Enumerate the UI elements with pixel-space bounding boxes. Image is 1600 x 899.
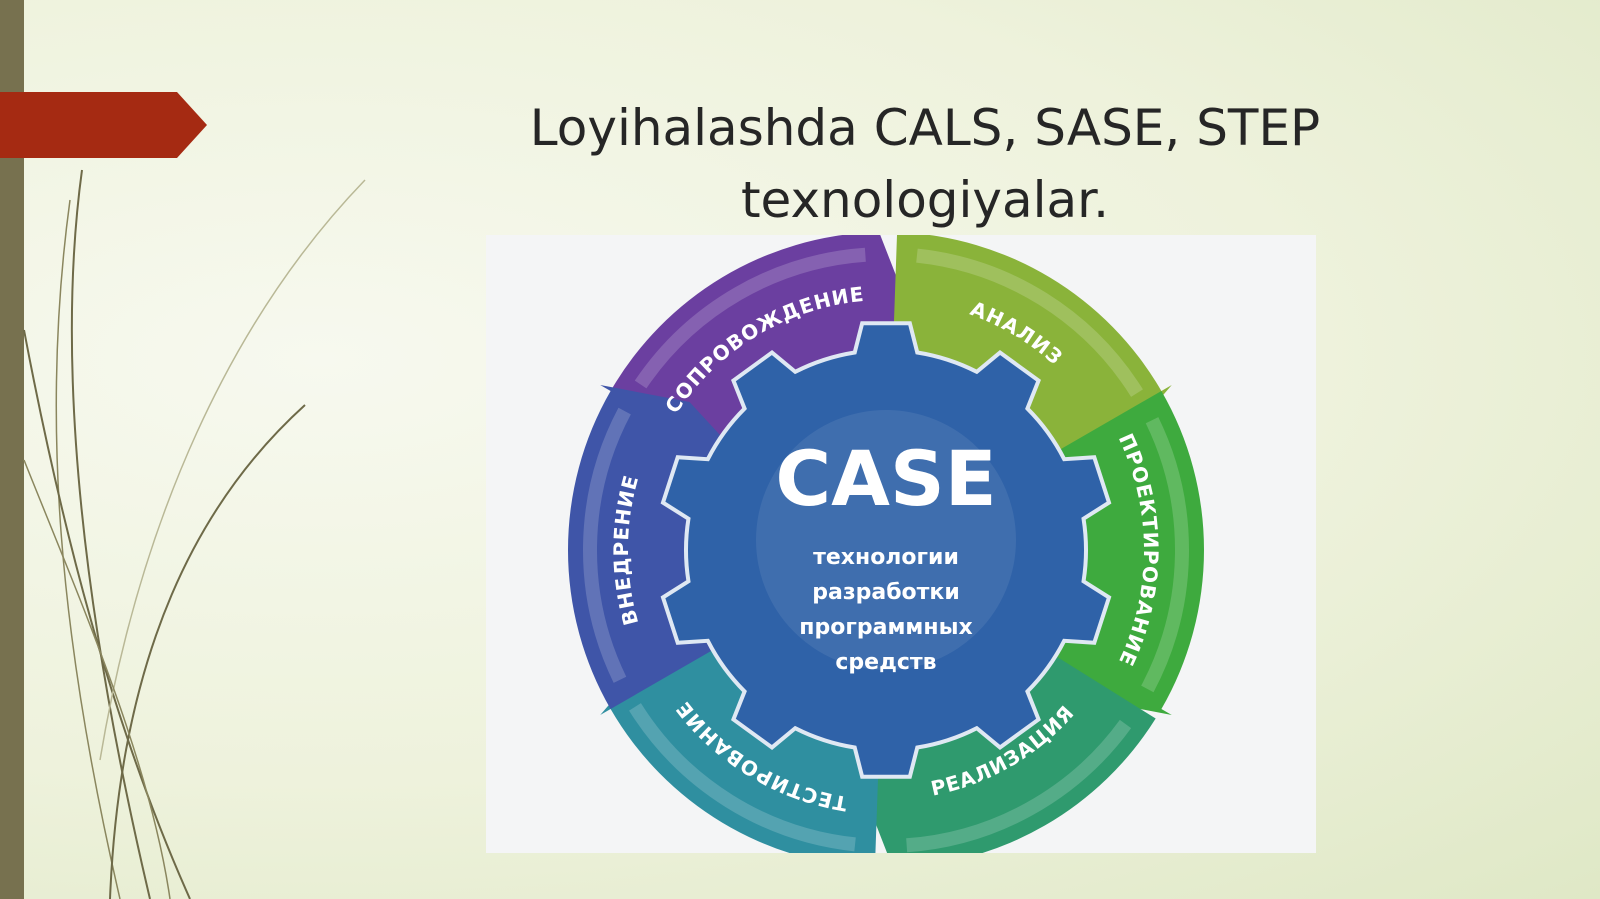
gear-shape xyxy=(660,321,1112,779)
center-line-3: программных xyxy=(799,615,972,640)
decorative-grass-lines xyxy=(23,169,366,899)
cycle-segment-highlight-6 xyxy=(583,407,631,683)
cycle-segment-highlight-4 xyxy=(906,719,1132,853)
gear-icon xyxy=(660,321,1112,779)
slide-title: Loyihalashda CALS, SASE, STEP texnologiy… xyxy=(470,92,1380,236)
center-line-1: технологии xyxy=(813,545,959,570)
case-cycle-diagram: CASE технологии разработки программных с… xyxy=(486,235,1316,853)
slide-title-line-2: texnologiyalar. xyxy=(740,171,1110,229)
slide-title-line-1: Loyihalashda CALS, SASE, STEP xyxy=(529,99,1321,157)
cycle-segment-highlight-5 xyxy=(629,703,856,852)
center-line-4: средств xyxy=(835,650,936,675)
cycle-segment-highlight-3 xyxy=(1141,417,1189,693)
center-title: CASE xyxy=(775,434,996,523)
gear-center-glow xyxy=(756,410,1016,670)
cycle-segment-highlight-2 xyxy=(916,248,1143,397)
title-accent-arrow xyxy=(0,92,207,158)
cycle-segment-highlight-1 xyxy=(634,247,866,389)
center-line-2: разработки xyxy=(812,580,960,605)
